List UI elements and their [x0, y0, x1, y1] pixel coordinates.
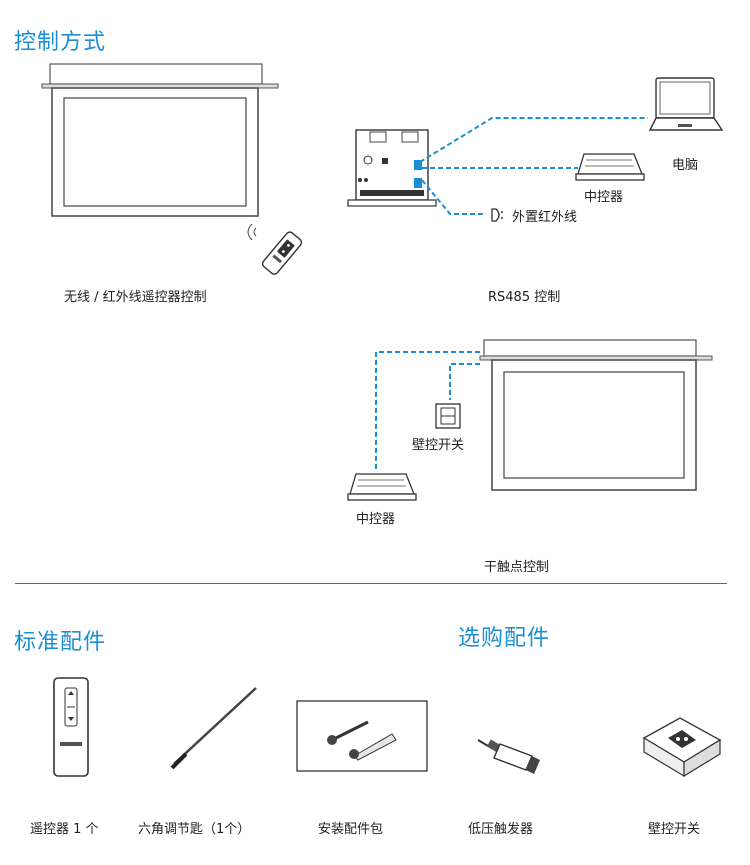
wall-switch-icon: [435, 403, 461, 429]
wall-switch-label: 壁控开关: [412, 438, 465, 453]
computer-label: 电脑: [672, 158, 699, 173]
section-divider: [15, 583, 727, 584]
external-ir-label: 外置红外线: [512, 210, 578, 225]
optional-accessories-title: 选购配件: [458, 626, 551, 651]
screw-kit-icon: [296, 700, 428, 772]
wireless-caption: 无线 / 红外线遥控器控制: [64, 290, 207, 305]
remote-control-icon: [53, 677, 89, 777]
accessory-label-wall-switch: 壁控开关: [648, 822, 701, 837]
dry-contact-wiring: [375, 351, 480, 472]
ir-sensor-icon: [491, 208, 503, 222]
controller-icon: [575, 153, 645, 181]
hex-key-icon: [170, 687, 257, 770]
rs485-wiring: [419, 117, 648, 215]
laptop-icon: [648, 77, 724, 131]
rs485-controller-label: 中控器: [584, 190, 624, 205]
lift-monitor-illustration-2: [479, 339, 713, 491]
dry-contact-caption: 干触点控制: [484, 560, 550, 575]
controller-icon-2: [347, 473, 417, 501]
wall-switch-icon: [642, 717, 722, 778]
accessory-label-install-kit: 安装配件包: [318, 822, 384, 837]
standard-accessories-title: 标准配件: [14, 630, 107, 655]
trigger-icon: [477, 739, 540, 774]
accessory-label-hex-key: 六角调节匙（1个）: [138, 822, 251, 837]
lift-monitor-illustration: [41, 63, 279, 217]
remote-control-icon: [247, 223, 303, 275]
control-title: 控制方式: [14, 30, 107, 55]
accessory-label-remote: 遥控器 1 个: [30, 822, 99, 837]
control-box-illustration: [347, 129, 437, 207]
accessory-label-trigger: 低压触发器: [468, 822, 534, 837]
dry-controller-label: 中控器: [356, 512, 396, 527]
rs485-caption: RS485 控制: [488, 290, 561, 305]
